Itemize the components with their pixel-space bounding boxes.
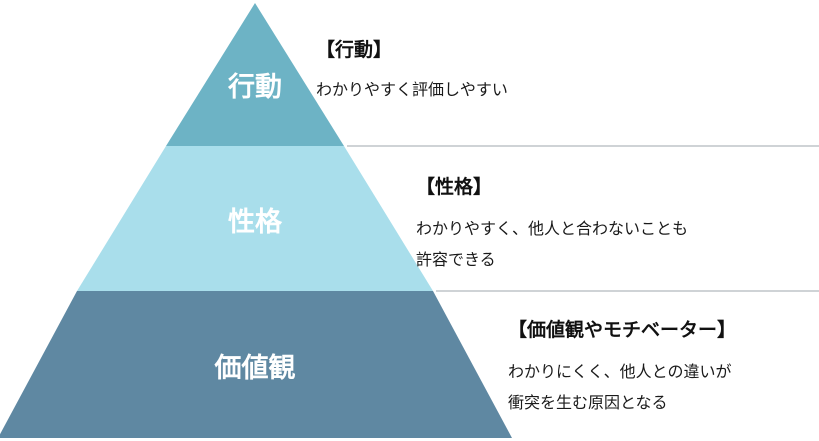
pyramid-tier-behavior xyxy=(166,3,344,146)
tier-label-values: 価値観 xyxy=(214,352,296,384)
description-personality: 【性格】 わかりやすく、他人と合わないことも 許容できる xyxy=(416,175,688,275)
description-values: 【価値観やモチベーター】 わかりにくく、他人との違いが 衝突を生む原因となる xyxy=(508,318,736,418)
heading-behavior: 【行動】 xyxy=(316,39,393,61)
pyramid-tier-values xyxy=(0,291,512,438)
desc-values-line-2: 衝突を生む原因となる xyxy=(508,393,668,412)
desc-behavior: わかりやすく評価しやすい xyxy=(316,74,508,105)
tier-label-personality: 性格 xyxy=(228,207,283,238)
desc-personality-line-1: わかりやすく、他人と合わないことも xyxy=(416,219,689,238)
divider-middle xyxy=(436,290,819,292)
heading-values: 【価値観やモチベーター】 xyxy=(508,319,737,341)
divider-top xyxy=(347,145,819,147)
desc-behavior-line-1: わかりやすく評価しやすい xyxy=(316,80,508,99)
desc-personality-line-2: 許容できる xyxy=(416,250,496,269)
desc-personality: わかりやすく、他人と合わないことも 許容できる xyxy=(416,213,688,275)
tier-label-behavior: 行動 xyxy=(227,71,282,103)
description-behavior: 【行動】 わかりやすく評価しやすい xyxy=(316,38,508,105)
heading-personality: 【性格】 xyxy=(416,176,493,198)
desc-values: わかりにくく、他人との違いが 衝突を生む原因となる xyxy=(508,356,736,418)
pyramid-tier-personality xyxy=(77,146,433,291)
desc-values-line-1: わかりにくく、他人との違いが xyxy=(508,362,732,381)
